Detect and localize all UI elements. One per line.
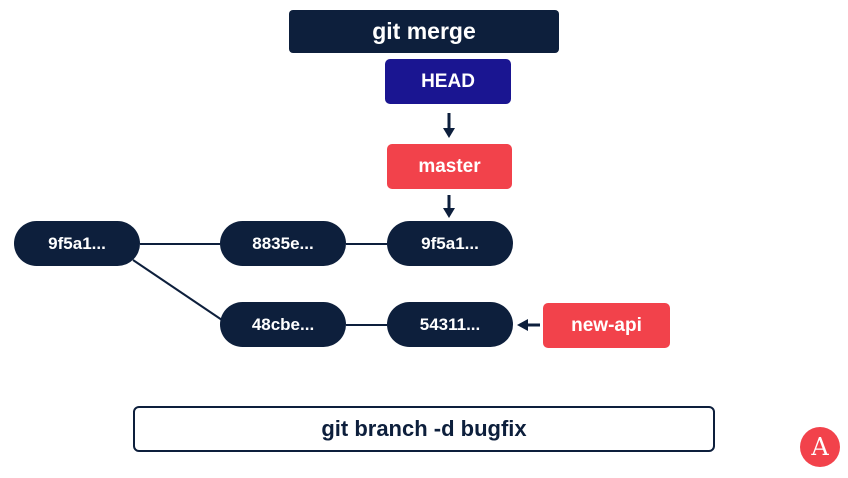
- edge-root-to-48cbe: [132, 259, 223, 321]
- commit-8835e-hash: 8835e...: [252, 233, 314, 253]
- logo-letter: A: [811, 433, 829, 461]
- logo-icon: A: [800, 427, 840, 467]
- arrow-master-to-commit: [443, 195, 455, 218]
- commit-48cbe: 48cbe...: [220, 302, 346, 347]
- branch-master: master: [387, 144, 512, 189]
- head-pointer: HEAD: [385, 59, 511, 104]
- branch-new-api: new-api: [543, 303, 670, 348]
- title-banner: git merge: [289, 10, 559, 53]
- commit-9f5a1-tip: 9f5a1...: [387, 221, 513, 266]
- arrow-newapi-to-commit: [517, 319, 540, 331]
- commit-54311-hash: 54311...: [419, 314, 481, 334]
- commit-9f5a1-tip-hash: 9f5a1...: [421, 233, 479, 253]
- commit-48cbe-hash: 48cbe...: [251, 314, 315, 334]
- commit-8835e: 8835e...: [220, 221, 346, 266]
- commit-54311: 54311...: [387, 302, 513, 347]
- arrow-head-to-master: [443, 113, 455, 138]
- commit-root-hash: 9f5a1...: [48, 233, 106, 253]
- branch-new-api-label: new-api: [571, 314, 642, 336]
- commit-root: 9f5a1...: [14, 221, 140, 266]
- command-box: git branch -d bugfix: [133, 406, 715, 452]
- branch-master-label: master: [418, 155, 481, 177]
- title-text: git merge: [372, 18, 476, 44]
- head-label: HEAD: [421, 70, 475, 92]
- command-text: git branch -d bugfix: [321, 416, 527, 441]
